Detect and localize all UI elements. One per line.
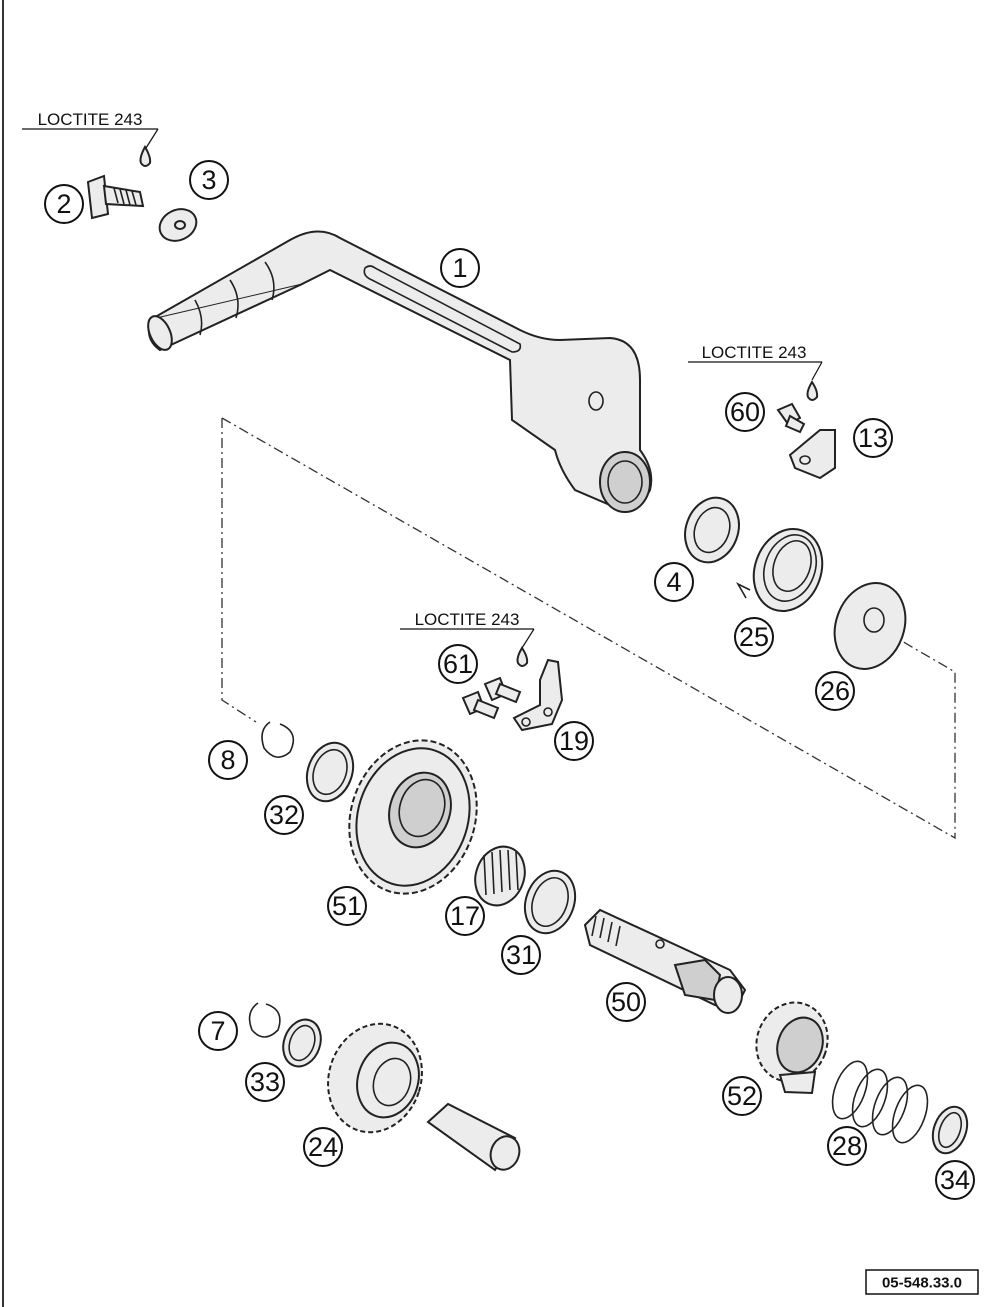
part-stop-disc: [833, 582, 907, 670]
svg-text:LOCTITE 243: LOCTITE 243: [415, 610, 520, 629]
svg-text:52: 52: [727, 1081, 757, 1111]
part-compression-spring: [831, 1060, 929, 1144]
part-bushing-pin: [426, 1102, 521, 1172]
part-guide-plate: [512, 658, 564, 732]
part-washer-32: [305, 741, 355, 803]
assembly-dashed-lines: [221, 417, 956, 840]
svg-text:51: 51: [332, 891, 362, 921]
svg-text:31: 31: [506, 940, 536, 970]
callout: 60: [725, 392, 765, 432]
part-washer-34: [931, 1105, 969, 1155]
callout: 1: [440, 248, 480, 288]
part-needle-bearing: [474, 845, 526, 907]
part-washer-4: [684, 496, 740, 564]
part-screw: [86, 174, 145, 220]
reference-code-box: 05-548.33.0: [865, 1269, 979, 1295]
part-bolts-61: [461, 676, 522, 720]
part-bolt-60: [776, 402, 806, 434]
svg-text:50: 50: [611, 987, 641, 1017]
part-washer: [158, 208, 198, 242]
part-washer-31: [523, 869, 577, 935]
svg-text:4: 4: [666, 567, 681, 597]
callout: 24: [303, 1127, 343, 1167]
part-circlip-7: [248, 1002, 281, 1038]
callout: 26: [815, 671, 855, 711]
part-torsion-spring: [735, 527, 824, 613]
loctite-label: LOCTITE 243: [400, 610, 535, 649]
callout: 33: [245, 1062, 285, 1102]
svg-text:LOCTITE 243: LOCTITE 243: [38, 110, 143, 129]
part-ratchet-gear: [755, 1001, 829, 1095]
svg-text:05-548.33.0: 05-548.33.0: [882, 1275, 962, 1292]
loctite-drop-icon: [139, 144, 152, 167]
callout: 8: [208, 740, 248, 780]
svg-text:7: 7: [210, 1016, 225, 1046]
part-kickstarter-lever: [147, 230, 653, 513]
svg-text:32: 32: [269, 800, 299, 830]
callout: 32: [264, 795, 304, 835]
svg-text:13: 13: [858, 423, 888, 453]
part-large-gear: [348, 739, 478, 895]
callout: 19: [554, 721, 594, 761]
callout: 25: [734, 617, 774, 657]
svg-text:1: 1: [452, 253, 467, 283]
svg-text:19: 19: [559, 726, 589, 756]
part-circlip-8: [261, 721, 295, 758]
callout: 34: [935, 1160, 975, 1200]
svg-text:28: 28: [832, 1131, 862, 1161]
svg-text:33: 33: [250, 1067, 280, 1097]
svg-text:LOCTITE 243: LOCTITE 243: [702, 343, 807, 362]
loctite-label: LOCTITE 243: [688, 343, 823, 381]
callout: 52: [722, 1076, 762, 1116]
part-washer-33: [282, 1018, 322, 1068]
svg-text:26: 26: [820, 676, 850, 706]
part-bracket: [788, 429, 836, 480]
svg-text:3: 3: [201, 165, 216, 195]
loctite-drop-icon: [516, 646, 529, 667]
svg-text:60: 60: [730, 397, 760, 427]
svg-text:17: 17: [450, 901, 480, 931]
svg-text:25: 25: [739, 622, 769, 652]
callout: 61: [438, 644, 478, 684]
callout: 4: [654, 562, 694, 602]
loctite-drop-icon: [806, 380, 819, 401]
callout: 17: [445, 896, 485, 936]
loctite-label: LOCTITE 243: [22, 110, 159, 149]
callout: 7: [198, 1011, 238, 1051]
callout: 2: [44, 184, 84, 224]
svg-text:61: 61: [443, 649, 473, 679]
callout: 51: [327, 886, 367, 926]
part-kickstarter-shaft: [583, 908, 747, 1014]
svg-text:2: 2: [56, 189, 71, 219]
svg-text:8: 8: [220, 745, 235, 775]
callout: 3: [189, 160, 229, 200]
svg-text:24: 24: [308, 1132, 338, 1162]
callout: 50: [606, 982, 646, 1022]
callout: 13: [853, 418, 893, 458]
callout: 31: [501, 935, 541, 975]
svg-text:34: 34: [940, 1165, 970, 1195]
callout: 28: [827, 1126, 867, 1166]
part-idler-gear: [327, 1022, 423, 1134]
